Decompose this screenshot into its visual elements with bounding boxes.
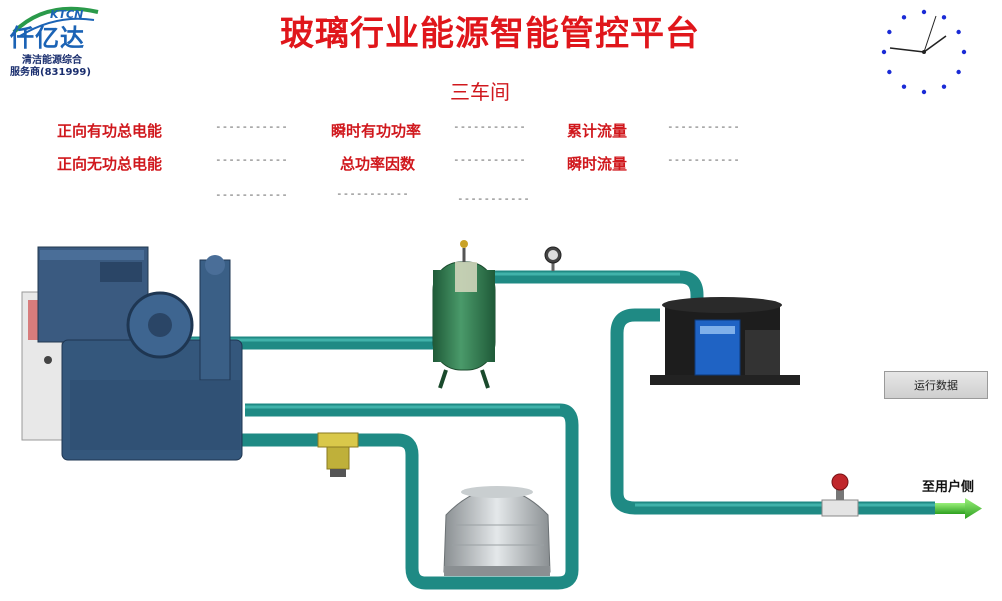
metric-label-instant-flow: 瞬时流量 bbox=[567, 155, 628, 173]
clock-tick bbox=[961, 49, 967, 55]
clock-tick bbox=[921, 9, 927, 15]
arrow-right-icon bbox=[935, 498, 982, 519]
pressure-gauge bbox=[544, 246, 562, 271]
cooling-tower bbox=[443, 486, 551, 576]
clock-icon bbox=[881, 9, 967, 95]
air-receiver-tank bbox=[432, 240, 496, 389]
clock-tick bbox=[941, 15, 947, 20]
logo-name: 仟亿达 bbox=[10, 24, 85, 52]
metric-label-forward-reactive-energy: 正向无功总电能 bbox=[57, 155, 163, 173]
metric-value-power-factor: ----------- bbox=[453, 153, 526, 166]
metric-value-total-flow: ----------- bbox=[667, 120, 740, 133]
clock-tick bbox=[901, 84, 907, 89]
logo-line2: 服务商(831999) bbox=[10, 67, 91, 78]
clock-tick bbox=[921, 89, 927, 95]
clock-tick bbox=[881, 49, 887, 55]
centrifugal-compressor bbox=[21, 246, 243, 461]
page-title: 玻璃行业能源智能管控平台 bbox=[280, 14, 700, 54]
pipe-network bbox=[190, 270, 935, 590]
metric-value-instant-active-power: ----------- bbox=[453, 120, 526, 133]
company-logo: KTCN 仟亿达 清洁能源综合 服务商(831999) bbox=[6, 2, 106, 78]
logo-swoosh-icon bbox=[12, 6, 99, 37]
metric-label-instant-active-power: 瞬时有功功率 bbox=[331, 122, 422, 140]
clock-tick bbox=[901, 15, 907, 20]
to-user-side-label: 至用户侧 bbox=[922, 480, 975, 495]
metric-value-extra-2: ----------- bbox=[336, 187, 409, 200]
metric-label-power-factor: 总功率因数 bbox=[340, 155, 416, 173]
logo-line1: 清洁能源综合 bbox=[22, 55, 82, 66]
clock-tick bbox=[956, 29, 961, 35]
run-data-button[interactable]: 运行数据 bbox=[884, 371, 988, 399]
metric-value-forward-active-energy: ----------- bbox=[215, 120, 288, 133]
flow-meter bbox=[821, 473, 859, 517]
clock-tick bbox=[956, 69, 961, 75]
clock-tick bbox=[887, 69, 892, 75]
refrigerated-dryer bbox=[650, 297, 800, 385]
metric-value-forward-reactive-energy: ----------- bbox=[215, 153, 288, 166]
logo-ktcn: KTCN bbox=[50, 8, 84, 21]
strainer-valve bbox=[317, 432, 359, 477]
metric-label-total-flow: 累计流量 bbox=[567, 122, 628, 140]
clock-tick bbox=[941, 84, 947, 89]
metric-value-extra-3: ----------- bbox=[457, 192, 530, 205]
clock-tick bbox=[887, 29, 892, 35]
workshop-subtitle: 三车间 bbox=[450, 80, 510, 104]
metric-label-forward-active-energy: 正向有功总电能 bbox=[57, 122, 163, 140]
metric-value-instant-flow: ----------- bbox=[667, 153, 740, 166]
metric-value-extra-1: ----------- bbox=[215, 188, 288, 201]
